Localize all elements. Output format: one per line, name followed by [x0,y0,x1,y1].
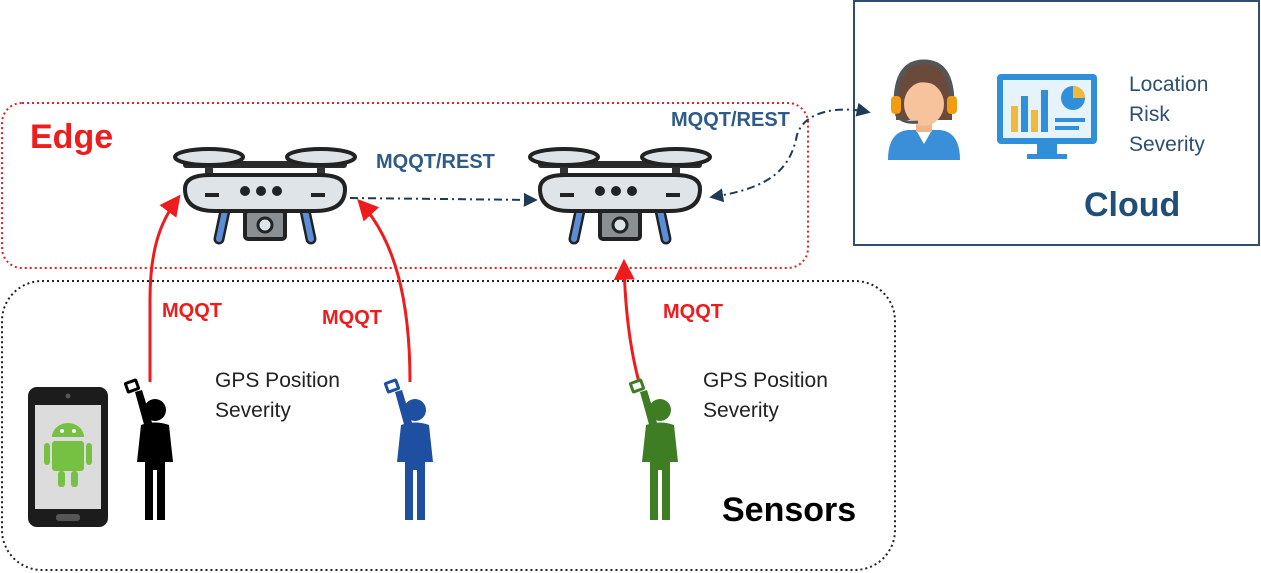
operator-headset-icon [888,59,960,160]
info-line: Severity [1129,133,1205,156]
info-line: Location [1129,73,1209,96]
cloud-info: Location Risk Severity [1129,70,1208,160]
drone-icon [175,149,355,239]
drone-icon [530,149,710,239]
edge-region [1,102,809,269]
dashboard-chart-icon [997,74,1097,159]
sensors-region [1,280,896,571]
sensor-info-right: GPS Position Severity [703,366,828,426]
person-with-phone-icon [123,378,173,520]
protocol-label-sensor-middle: MQQT [322,307,382,329]
sensor-arrow-middle [357,198,412,383]
info-line: Risk [1129,103,1170,126]
protocol-label-sensor-left: MQQT [162,300,222,322]
android-phone-icon [28,387,108,527]
info-line: Severity [703,399,779,422]
sensor-arrow-left [148,194,181,382]
protocol-label-cloud-link: MQQT/REST [671,109,790,131]
sensor-info-left: GPS Position Severity [215,366,340,426]
person-with-phone-icon [383,378,433,520]
sensor-arrow-right [613,258,642,387]
info-line: Severity [215,399,291,422]
info-line: GPS Position [215,369,340,392]
sensors-title: Sensors [722,491,857,529]
edge-title: Edge [30,118,114,156]
protocol-label-drone-link: MQQT/REST [376,151,495,173]
cloud-title: Cloud [1084,186,1181,224]
info-line: GPS Position [703,369,828,392]
person-with-phone-icon [628,378,678,520]
cloud-link-arrow [709,102,871,203]
drone-link-arrow [349,192,538,207]
protocol-label-sensor-right: MQQT [663,301,723,323]
